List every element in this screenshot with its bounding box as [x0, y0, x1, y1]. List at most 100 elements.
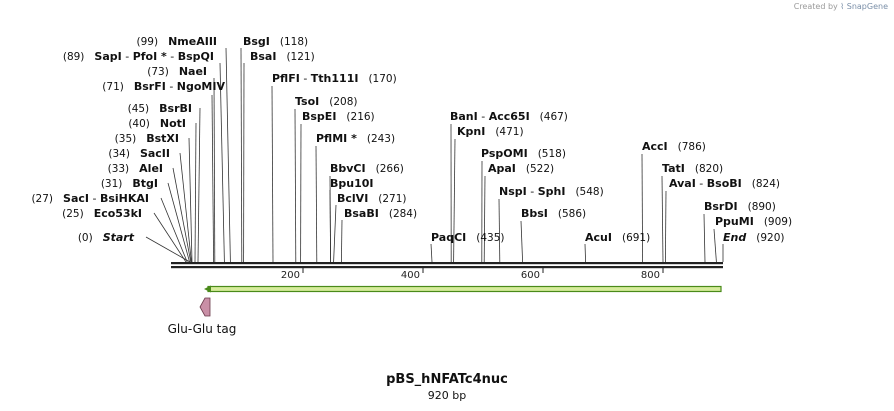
site-name-apai: ApaI — [488, 162, 516, 175]
site-name-paqci: PaqCI — [431, 231, 466, 244]
site-name-pflmi: PflMI * — [316, 132, 357, 145]
site-name-tsoi: TsoI — [295, 95, 319, 108]
site-position-bsgi: (118) — [280, 36, 308, 48]
site-name-bsrfi: BsrFI — [134, 80, 166, 93]
site-position-eco53ki: (25) — [62, 208, 84, 220]
site-name-start: Start — [103, 231, 135, 244]
site-name-bsgi: BsgI — [243, 35, 270, 48]
site-position-apai: (522) — [526, 163, 554, 175]
site-name-bsrfi: NgoMIV — [177, 80, 226, 93]
sequence-backbone — [171, 262, 723, 269]
site-name-end: End — [723, 231, 746, 244]
site-leader-noti — [194, 122, 197, 263]
site-name-alei: AleI — [139, 162, 163, 175]
site-position-end: (920) — [756, 232, 784, 244]
site-name-nmeaiii: NmeAIII — [168, 35, 217, 48]
site-label-bsrbi: (45)BsrBI — [128, 102, 192, 115]
site-name-pflfi: PflFI — [272, 72, 300, 85]
site-position-noti: (40) — [128, 118, 150, 130]
site-label-kpni: KpnI(471) — [457, 125, 524, 138]
site-leader-pflfi — [271, 85, 274, 263]
site-name-sacii: SacII — [140, 147, 170, 160]
site-position-start: (0) — [78, 232, 93, 244]
site-label-bsgi: BsgI (118) — [243, 35, 308, 48]
site-leader-acci — [641, 153, 643, 263]
site-position-bani: (467) — [540, 111, 568, 123]
site-position-bsai: (121) — [286, 51, 314, 63]
site-label-pflmi: PflMI * (243) — [316, 132, 395, 145]
site-leader-btgi — [167, 182, 190, 263]
site-label-bsrfi: (71)BsrFI - NgoMIV — [102, 80, 225, 93]
site-label-end: End (920) — [723, 231, 784, 244]
site-label-bsabi: BsaBI (284) — [344, 207, 417, 220]
site-name-saci: BsiHKAI — [100, 192, 149, 205]
site-label-bbsi: BbsI(586) — [521, 207, 586, 220]
site-labels: (0) Start (25) Eco53kI (27)SacI - BsiHKAI (31… — [31, 35, 792, 244]
site-position-bclvi: (271) — [378, 193, 406, 205]
plasmid-name: pBS_hNFATc4nuc — [386, 372, 508, 387]
site-position-naei: (73) — [147, 66, 169, 78]
site-name-sapi: PfoI * — [133, 50, 167, 63]
snapgene-logo-icon: ⌇ — [840, 2, 845, 11]
site-leader-tati — [661, 175, 664, 263]
site-label-bbvci: BbvCI(266) — [330, 162, 404, 175]
site-position-avai: (824) — [752, 178, 780, 190]
site-position-bsrfi: (71) — [102, 81, 124, 93]
orf-arrow-body — [207, 285, 722, 293]
site-label-nmeaiii: (99)NmeAIII — [137, 35, 217, 48]
site-label-saci: (27)SacI - BsiHKAI — [31, 192, 149, 205]
site-name-bsrbi: BsrBI — [159, 102, 192, 115]
site-name-bspei: BspEI — [302, 110, 336, 123]
site-label-noti: (40) NotI — [128, 117, 186, 130]
ruler-tick-label: 800 — [641, 270, 660, 281]
site-leader-bsrbi — [197, 107, 201, 263]
site-leader-alei — [172, 167, 192, 263]
site-name-bstxi: BstXI — [146, 132, 179, 145]
site-position-paqci: (435) — [476, 232, 504, 244]
site-name-acci: AccI — [642, 140, 668, 153]
site-position-sapi: (89) — [63, 51, 85, 63]
site-name-ppumi: PpuMI — [715, 215, 754, 228]
site-leader-kpni — [453, 138, 456, 263]
site-leader-bpu10i — [329, 189, 331, 263]
site-name-bbsi: BbsI — [521, 207, 548, 220]
site-leader-bbsi — [520, 220, 523, 263]
site-label-pflfi: PflFI - Tth111I(170) — [272, 72, 397, 85]
site-name-bani: Acc65I — [489, 110, 530, 123]
site-position-pflmi: (243) — [367, 133, 395, 145]
site-position-tati: (820) — [695, 163, 723, 175]
site-leader-bclvi — [333, 204, 337, 263]
backbone-top-strand — [171, 262, 723, 265]
site-name-btgi: BtgI — [132, 177, 158, 190]
site-position-btgi: (31) — [101, 178, 123, 190]
glu-glu-tag-arrow-icon — [199, 297, 211, 317]
site-name-pflfi: Tth111I — [311, 72, 359, 85]
site-label-bsrdi: BsrDI(890) — [704, 200, 776, 213]
site-name-bsabi: BsaBI — [344, 207, 379, 220]
ruler-tick-label: 400 — [401, 270, 420, 281]
site-label-sacii: (34)SacII — [108, 147, 170, 160]
ruler-tick-label: 200 — [281, 270, 300, 281]
site-label-btgi: (31) BtgI — [101, 177, 158, 190]
site-name-nspi: NspI — [499, 185, 527, 198]
site-name-avai: BsoBI — [707, 177, 742, 190]
site-position-tsoi: (208) — [329, 96, 357, 108]
site-label-bspei: BspEI(216) — [302, 110, 375, 123]
site-position-bsabi: (284) — [389, 208, 417, 220]
site-leader-sapi — [219, 62, 225, 263]
site-label-apai: ApaI (522) — [488, 162, 554, 175]
site-name-noti: NotI — [160, 117, 186, 130]
site-leader-bsrdi — [703, 213, 706, 263]
site-label-acci: AccI(786) — [642, 140, 706, 153]
site-label-nspi: NspI - SphI(548) — [499, 185, 604, 198]
site-leader-tsoi — [294, 108, 297, 263]
site-name-eco53ki: Eco53kI — [94, 207, 142, 220]
site-position-nspi: (548) — [575, 186, 603, 198]
site-leader-start — [145, 236, 191, 263]
site-leader-ppumi — [713, 228, 717, 263]
site-position-kpni: (471) — [495, 126, 523, 138]
site-name-bpu10i: Bpu10I — [330, 177, 374, 190]
credit-brand: SnapGene — [846, 2, 888, 11]
